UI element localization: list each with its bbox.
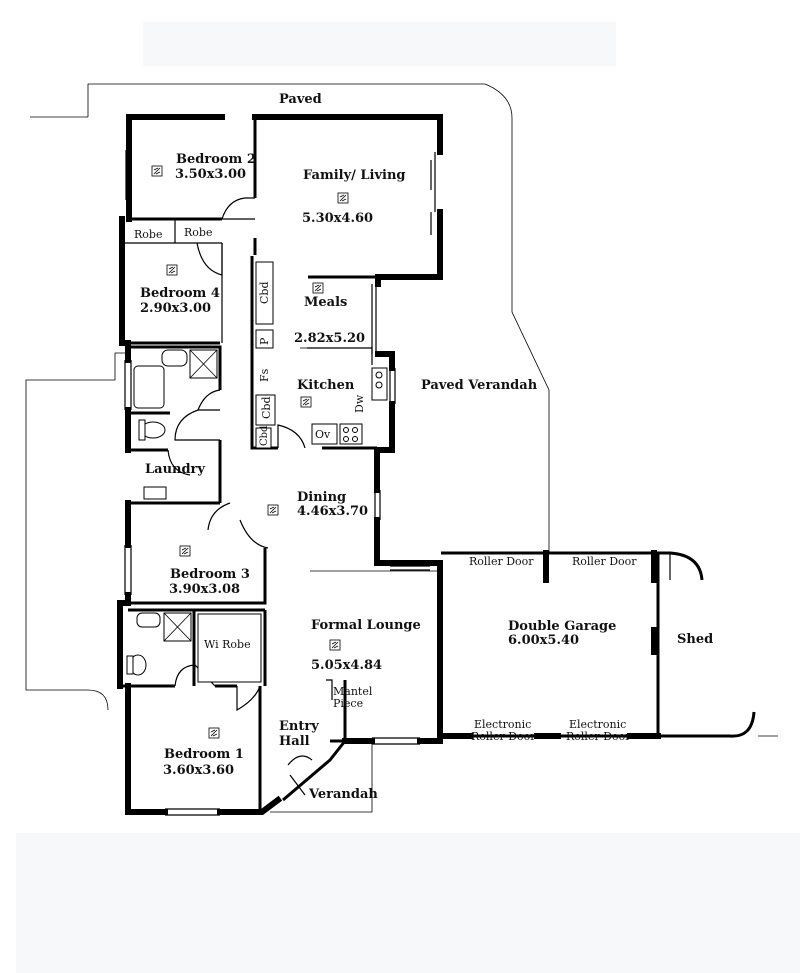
pantry-label: P	[258, 337, 271, 345]
fridge-label: Fs	[258, 368, 271, 382]
mantel-line1-label: Mantel	[333, 685, 373, 698]
exterior-walls	[117, 114, 443, 815]
room-area-icons	[151, 165, 349, 739]
oven-label: Ov	[315, 428, 331, 441]
roller-door-right-label: Roller Door	[572, 555, 637, 568]
bedroom1-name: Bedroom 1	[164, 747, 244, 762]
site-boundary	[25, 83, 778, 813]
fixtures	[126, 261, 388, 683]
wi-robe-label: Wi Robe	[204, 638, 251, 651]
electronic-left-line2: Roller Door	[471, 730, 536, 743]
dishwasher-label: Dw	[353, 394, 366, 413]
mantel-line2-label: Piece	[333, 697, 363, 710]
electronic-left-line1: Electronic	[474, 718, 531, 731]
bedroom1-size: 3.60x3.60	[163, 763, 234, 778]
meals-size: 2.82x5.20	[294, 331, 365, 346]
electronic-right-line1: Electronic	[569, 718, 626, 731]
bedroom2-name: Bedroom 2	[176, 152, 256, 167]
formal-lounge-size: 5.05x4.84	[311, 658, 382, 673]
cbd-small-label: Cbd	[259, 425, 270, 446]
shed-name: Shed	[677, 632, 713, 647]
entry-hall-line2: Hall	[279, 734, 310, 749]
bedroom4-name: Bedroom 4	[140, 286, 220, 301]
robe-left-label: Robe	[134, 228, 162, 241]
windows	[124, 150, 436, 816]
header-band	[143, 22, 616, 66]
family-living-name: Family/ Living	[303, 168, 406, 183]
laundry-name: Laundry	[145, 462, 205, 477]
electronic-right-line2: Roller Door	[566, 730, 631, 743]
formal-lounge-name: Formal Lounge	[311, 618, 421, 633]
robe-right-label: Robe	[184, 226, 212, 239]
verandah-label: Verandah	[308, 787, 378, 802]
garage-walls	[438, 550, 756, 739]
footer-band	[16, 833, 800, 973]
cbd-lower-label: Cbd	[260, 397, 273, 420]
interior-walls	[120, 117, 378, 812]
dining-name: Dining	[297, 490, 346, 505]
double-garage-name: Double Garage	[508, 619, 616, 634]
paved-label: Paved	[279, 92, 322, 107]
double-garage-size: 6.00x5.40	[508, 633, 579, 648]
bedroom4-size: 2.90x3.00	[140, 301, 211, 316]
paved-verandah-label: Paved Verandah	[421, 378, 538, 393]
roller-door-left-label: Roller Door	[469, 555, 534, 568]
door-swings	[167, 197, 313, 796]
dining-size: 4.46x3.70	[297, 504, 368, 519]
bedroom3-size: 3.90x3.08	[169, 582, 240, 597]
family-living-size: 5.30x4.60	[302, 211, 373, 226]
cbd-upper-label: Cbd	[258, 282, 271, 305]
entry-hall-line1: Entry	[279, 719, 319, 734]
bedroom2-size: 3.50x3.00	[175, 167, 246, 182]
kitchen-name: Kitchen	[297, 378, 355, 393]
meals-name: Meals	[304, 295, 347, 310]
bedroom3-name: Bedroom 3	[170, 567, 250, 582]
